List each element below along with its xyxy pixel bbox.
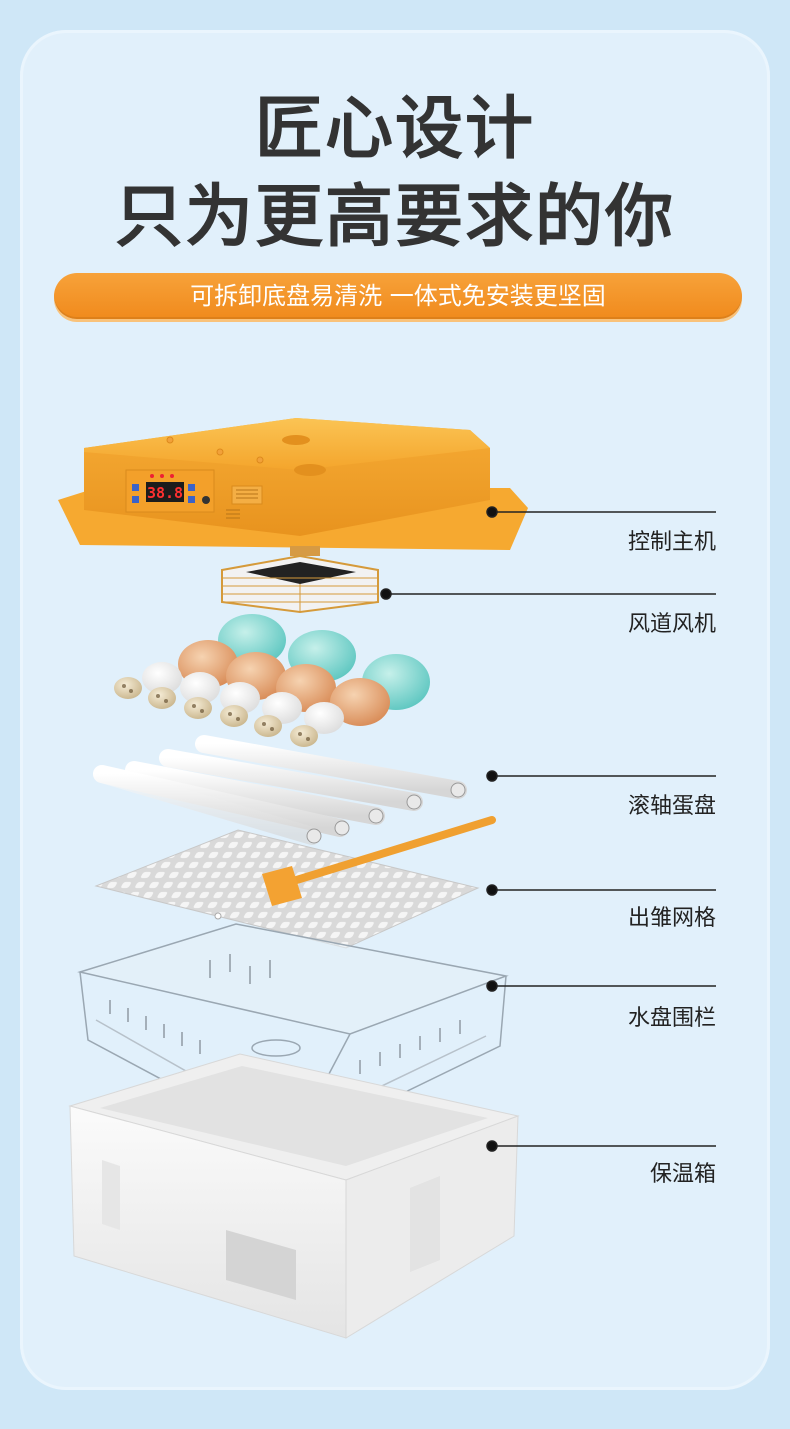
callout-markers xyxy=(380,506,716,1152)
temperature-display xyxy=(146,482,184,502)
control-unit: 38.8 xyxy=(58,418,528,556)
foam-box xyxy=(68,1053,520,1339)
feature-banner: 可拆卸底盘易清洗 一体式免安装更坚固 xyxy=(54,273,742,319)
callout-label-egg-rollers: 滚轴蛋盘 xyxy=(627,794,716,819)
fan-duct xyxy=(221,554,379,614)
callout-label-control-unit: 控制主机 xyxy=(627,530,716,555)
hatching-mesh xyxy=(94,816,496,949)
callout-label-hatching-mesh: 出雏网格 xyxy=(627,906,716,931)
eggs xyxy=(114,614,430,747)
callout-label-foam-box: 保温箱 xyxy=(649,1162,716,1187)
temperature-readout: 38.8 xyxy=(147,484,183,502)
callout-label-fan-duct: 风道风机 xyxy=(627,612,716,637)
headline-line2: 只为更高要求的你 xyxy=(114,178,675,257)
headline-line1: 匠心设计 xyxy=(254,90,535,169)
egg-rollers xyxy=(93,735,467,845)
callout-label-water-tray: 水盘围栏 xyxy=(627,1006,716,1031)
